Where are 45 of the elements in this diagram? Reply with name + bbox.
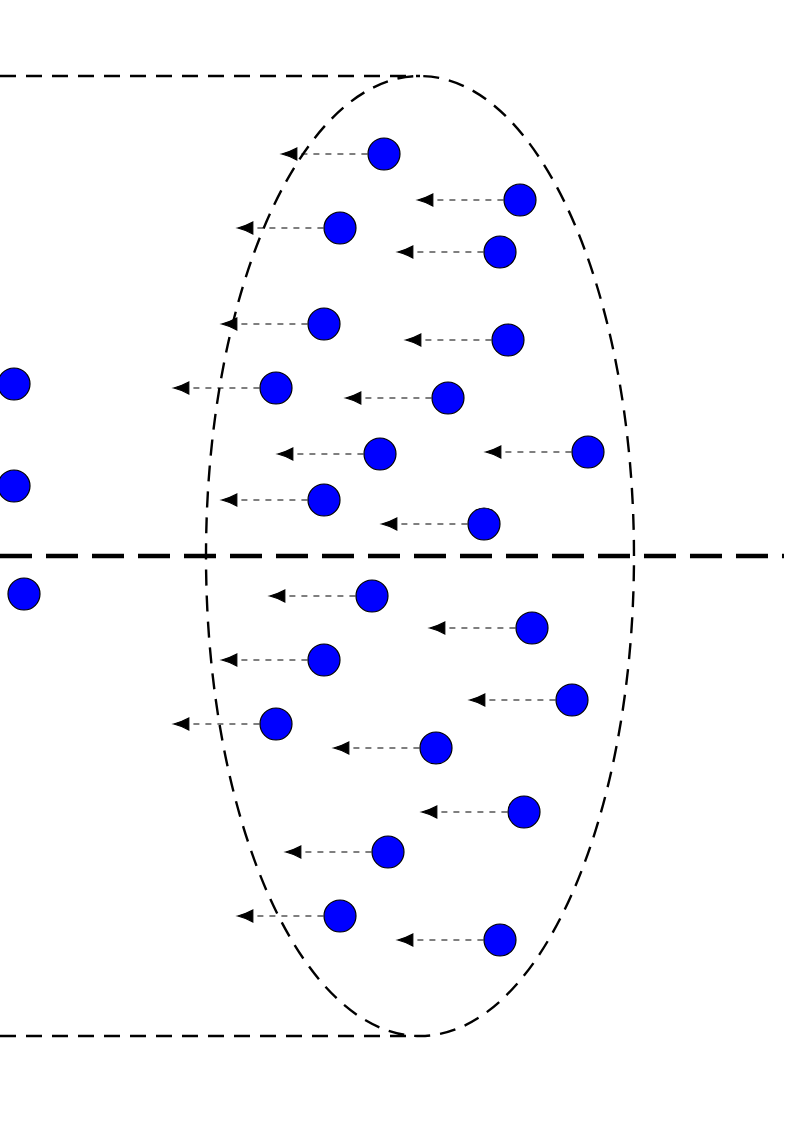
arrow (429, 621, 516, 635)
arrow (237, 909, 324, 923)
arrow (421, 805, 508, 819)
charge-dot (307, 307, 341, 341)
arrow (173, 381, 260, 395)
arrow (269, 589, 356, 603)
arrow (285, 845, 372, 859)
charge-dot (431, 381, 465, 415)
charge-dot (507, 795, 541, 829)
charge-dot (515, 611, 549, 645)
arrow (417, 193, 504, 207)
arrow (405, 333, 492, 347)
arrow (221, 493, 308, 507)
charge-dot (419, 731, 453, 765)
charge-dot (503, 183, 537, 217)
charge-dot (307, 643, 341, 677)
arrow (397, 245, 484, 259)
arrow (397, 933, 484, 947)
charge-dot (259, 707, 293, 741)
charge-dot (483, 235, 517, 269)
arrow (345, 391, 432, 405)
charge-dot (483, 923, 517, 957)
arrow (381, 517, 468, 531)
arrow (277, 447, 364, 461)
arrow (469, 693, 556, 707)
arrow (281, 147, 368, 161)
charge-dot (363, 437, 397, 471)
arrow (485, 445, 572, 459)
arrow (173, 717, 260, 731)
charge-dot (355, 579, 389, 613)
arrow (237, 221, 324, 235)
charge-dot (307, 483, 341, 517)
charge-dot (571, 435, 605, 469)
arrow (221, 317, 308, 331)
charge-dot (555, 683, 589, 717)
charge-dot (491, 323, 525, 357)
charge-dot (367, 137, 401, 171)
arrow (221, 653, 308, 667)
charge-dot (7, 577, 41, 611)
charge-dot (259, 371, 293, 405)
arrow (333, 741, 420, 755)
charge-dot (323, 211, 357, 245)
charge-dot (323, 899, 357, 933)
charge-dot (467, 507, 501, 541)
charge-dot (371, 835, 405, 869)
